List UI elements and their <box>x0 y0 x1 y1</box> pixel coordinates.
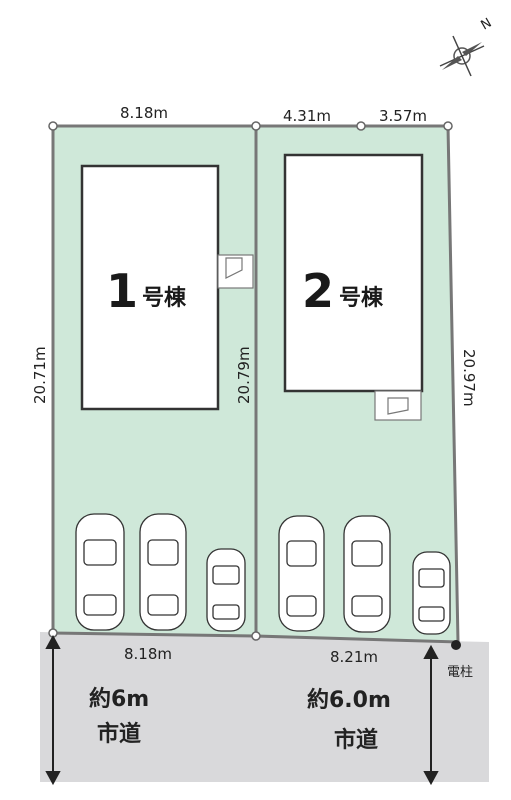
parking-cars <box>75 513 451 635</box>
road-right-type: 市道 <box>334 727 378 753</box>
lot-2-top-segment-1: 4.31m <box>283 107 331 125</box>
lot-1-bottom-width: 8.18m <box>124 645 172 663</box>
car-1 <box>75 513 125 631</box>
car-3 <box>206 548 246 632</box>
lot-2-top-segment-2: 3.57m <box>379 107 427 125</box>
lot-1-left-depth: 20.71m <box>31 346 49 404</box>
entrance-2 <box>374 390 422 421</box>
car-5 <box>343 515 391 633</box>
road-area <box>40 632 489 782</box>
car-4 <box>278 515 325 632</box>
building-2-footprint <box>283 153 424 393</box>
utility-pole-marker <box>451 640 461 650</box>
road-width-arrows <box>45 634 439 786</box>
compass-rose-icon: N <box>439 16 495 77</box>
road-left-type: 市道 <box>97 721 141 747</box>
road-left-width: 約6m <box>89 686 149 712</box>
building-2-number: 2 <box>302 264 334 318</box>
road-right-width: 約6.0m <box>307 687 391 713</box>
car-6 <box>412 551 451 635</box>
building-1-number: 1 <box>106 264 138 318</box>
compass-north-label: N <box>479 16 495 34</box>
building-2-suffix: 号棟 <box>339 285 384 311</box>
entrance-1 <box>217 254 254 289</box>
lot-2-right-depth: 20.97m <box>460 349 478 407</box>
lot-1-right-depth: 20.79m <box>235 346 253 404</box>
building-1-footprint <box>80 164 220 411</box>
utility-pole-label: 電柱 <box>447 665 473 680</box>
car-2 <box>139 513 187 631</box>
lot-2-bottom-width: 8.21m <box>330 648 378 666</box>
lot-1-top-width: 8.18m <box>120 104 168 122</box>
building-1-suffix: 号棟 <box>142 285 187 311</box>
